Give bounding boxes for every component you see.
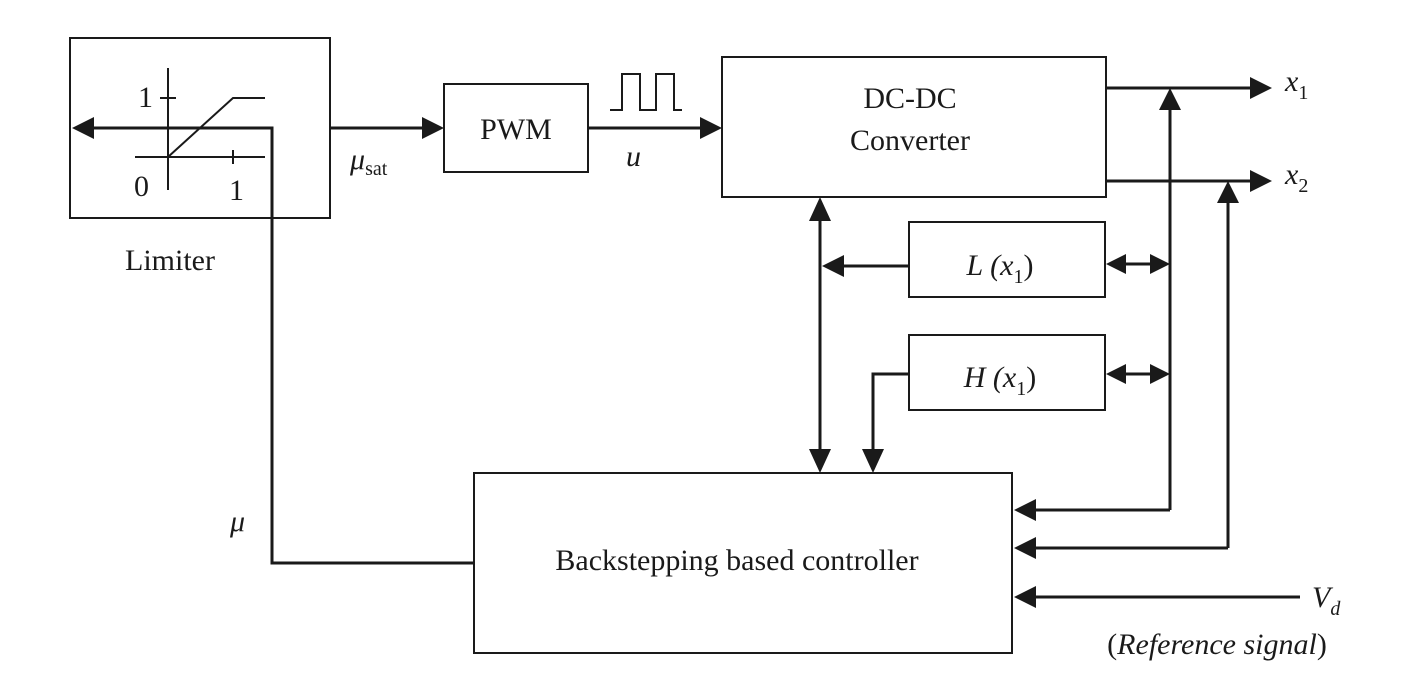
h-output-arrowhead bbox=[862, 449, 884, 473]
x1-label: x1 bbox=[1284, 65, 1308, 104]
x2-controller-arrowhead bbox=[1014, 537, 1036, 559]
saturation-curve bbox=[167, 97, 265, 158]
limiter-y-tick-label: 1 bbox=[138, 81, 153, 114]
limiter-origin-label: 0 bbox=[134, 170, 149, 203]
h-label: H (x1) bbox=[963, 361, 1036, 400]
h-block: H (x1) bbox=[908, 334, 1106, 411]
limiter-label: Limiter bbox=[125, 244, 215, 277]
limiter-input-arrowhead bbox=[72, 117, 94, 139]
pwm-pulse-icon bbox=[610, 73, 682, 111]
reference-signal-label: (Reference signal) bbox=[1107, 628, 1327, 661]
x2-tap-arrowhead bbox=[1217, 181, 1239, 203]
controller-label: Backstepping based controller bbox=[555, 544, 918, 577]
x1-controller-arrowhead bbox=[1014, 499, 1036, 521]
limiter-x-tick-label: 1 bbox=[229, 174, 244, 207]
l-block: L (x1) bbox=[908, 221, 1106, 298]
x1-tap-arrowhead bbox=[1159, 88, 1181, 110]
h-output-wire bbox=[871, 372, 909, 451]
pwm-input-arrowhead bbox=[422, 117, 444, 139]
l-output-arrowhead bbox=[822, 255, 844, 277]
x2-output-arrowhead bbox=[1250, 170, 1272, 192]
x2-label: x2 bbox=[1284, 158, 1308, 197]
u-label: u bbox=[626, 140, 641, 173]
h-box bbox=[908, 334, 1106, 411]
h-link-arrowhead-right bbox=[1150, 364, 1170, 384]
converter-label-line2: Converter bbox=[850, 124, 970, 157]
converter-link-arrowhead-down bbox=[809, 449, 831, 473]
converter-link-arrowhead-up bbox=[809, 197, 831, 221]
converter-block: DC-DC Converter bbox=[721, 56, 1107, 198]
converter-label-line1: DC-DC bbox=[863, 82, 956, 115]
limiter-block: 1 1 0 Limiter bbox=[69, 37, 331, 277]
vd-arrowhead bbox=[1014, 586, 1036, 608]
converter-box bbox=[721, 56, 1107, 198]
vd-label: Vd bbox=[1312, 581, 1341, 620]
controller-box bbox=[473, 472, 1013, 654]
mu-label: μ bbox=[229, 505, 245, 538]
controller-block: Backstepping based controller bbox=[473, 472, 1013, 654]
l-box bbox=[908, 221, 1106, 298]
l-label: L (x1) bbox=[966, 249, 1034, 288]
h-link-arrowhead-left bbox=[1106, 364, 1126, 384]
x1-output-arrowhead bbox=[1250, 77, 1272, 99]
mu-sat-label: μsat bbox=[349, 143, 388, 180]
l-link-arrowhead-left bbox=[1106, 254, 1126, 274]
pwm-label: PWM bbox=[480, 113, 552, 146]
l-link-arrowhead-right bbox=[1150, 254, 1170, 274]
converter-input-arrowhead bbox=[700, 117, 722, 139]
pwm-block: PWM bbox=[443, 83, 589, 173]
mu-feedback-wire bbox=[92, 126, 474, 565]
